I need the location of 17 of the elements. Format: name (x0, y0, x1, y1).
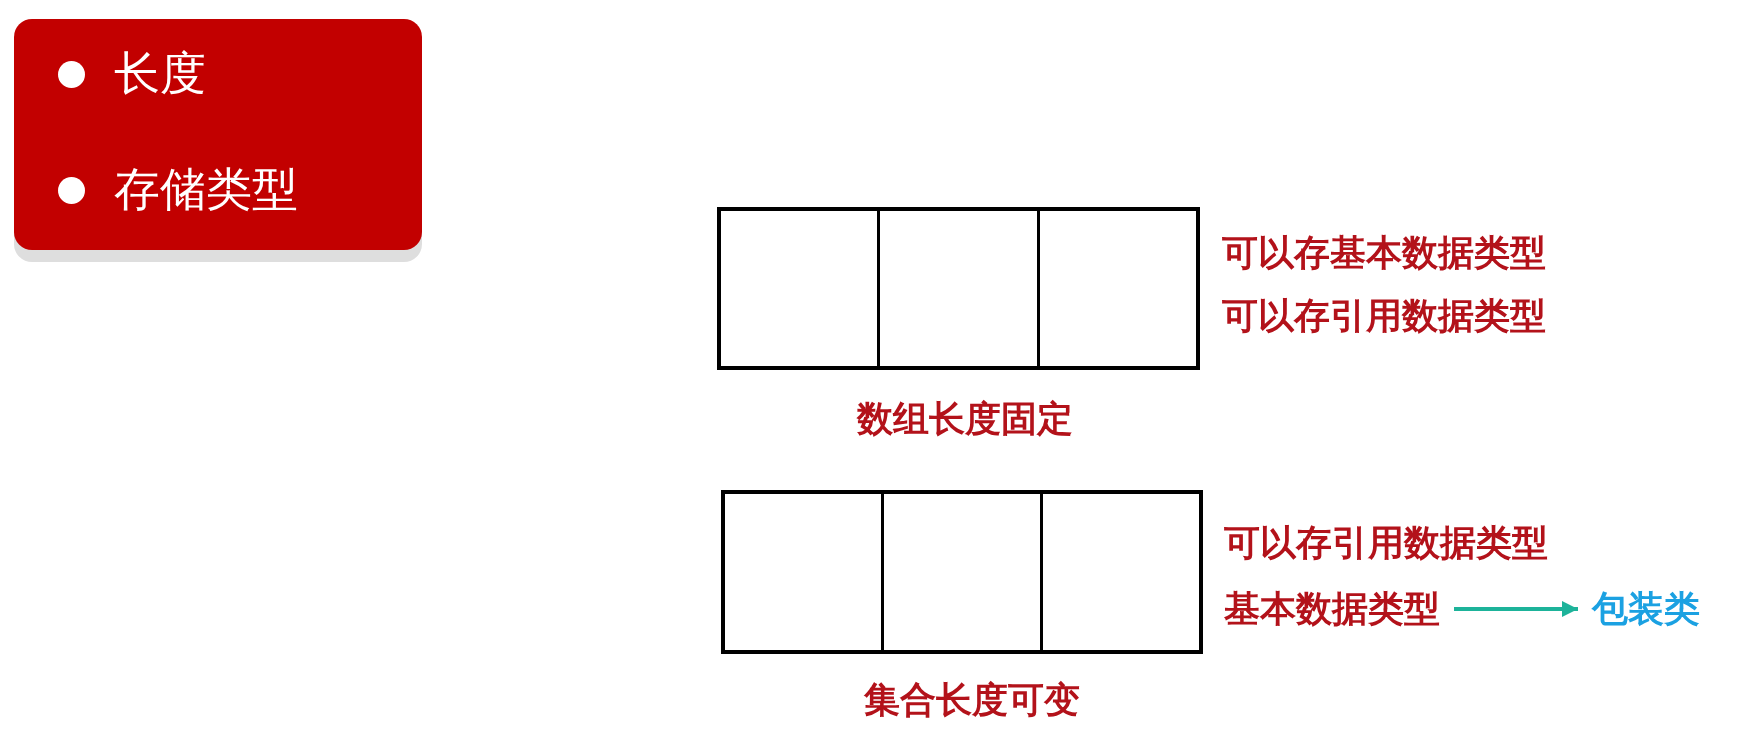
array-note: 可以存引用数据类型 (1222, 294, 1546, 338)
array-box (717, 207, 1200, 370)
bullet-text: 长度 (114, 46, 206, 102)
arrow (1454, 601, 1578, 617)
array-caption: 数组长度固定 (857, 397, 1073, 441)
array-cell (1040, 491, 1202, 653)
bullet-text: 存储类型 (114, 162, 298, 218)
array-cell (877, 208, 1040, 369)
topic-card (14, 19, 422, 250)
array-note: 可以存引用数据类型 (1224, 521, 1548, 565)
type-text: 包装类 (1592, 587, 1700, 631)
array-cell (722, 491, 884, 653)
array-caption: 集合长度可变 (864, 678, 1080, 722)
array-box (721, 490, 1203, 654)
array-cell (881, 491, 1043, 653)
array-note: 可以存基本数据类型 (1222, 231, 1546, 275)
type-text: 基本数据类型 (1224, 587, 1440, 631)
